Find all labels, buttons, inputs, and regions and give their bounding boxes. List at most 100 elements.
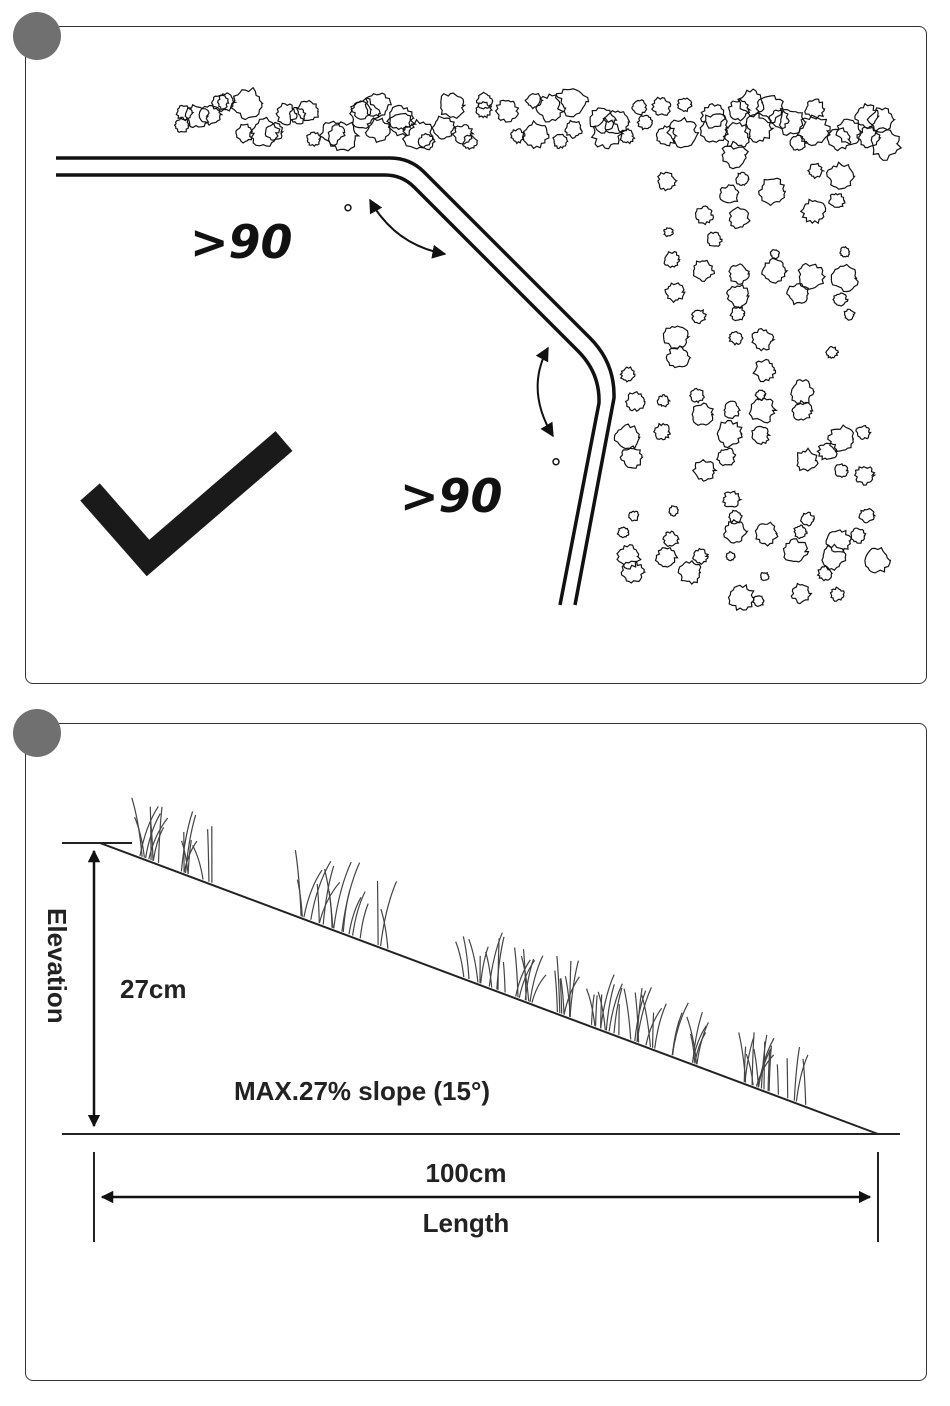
grass-blade <box>587 989 595 1027</box>
hedge-leaf-cluster <box>729 585 754 610</box>
grass-blade <box>456 942 464 978</box>
grass-blade <box>469 939 478 982</box>
grass-blade <box>555 971 558 1013</box>
hedge-leaf-cluster <box>856 426 871 440</box>
hedge-leaf-cluster <box>835 464 848 478</box>
hedge-leaf-cluster <box>717 448 736 466</box>
hedge-leaf-cluster <box>441 93 465 118</box>
hedge-leaf-cluster <box>693 549 708 565</box>
hedge-leaf-cluster <box>752 426 770 444</box>
grass-blade <box>463 936 469 979</box>
hedge-leaf-cluster <box>432 116 456 139</box>
hedge-leaf-cluster <box>620 367 635 382</box>
hedge-leaf-cluster <box>817 443 837 459</box>
grass-blade <box>570 961 578 1017</box>
hedge-leaf-cluster <box>753 596 764 607</box>
hedge-leaf-cluster <box>738 89 764 116</box>
hedge-leaf-cluster <box>658 172 677 190</box>
hedge-leaf-cluster <box>654 424 671 440</box>
hedge-leaf-cluster <box>797 448 818 471</box>
hedge-leaf-cluster <box>844 309 855 320</box>
grass-blade <box>132 798 142 857</box>
hedge-leaf-cluster <box>829 194 845 208</box>
length-label: Length <box>423 1208 510 1238</box>
hedge-leaf-cluster <box>663 531 679 546</box>
hedge-leaf-cluster <box>784 539 809 562</box>
hedge-leaf-cluster <box>463 135 478 149</box>
check-icon <box>90 441 284 558</box>
grass-blade <box>329 891 332 928</box>
hedge-leaf-cluster <box>250 117 280 146</box>
grass-blade <box>624 989 631 1040</box>
hedge-leaf-cluster <box>859 509 875 523</box>
hedge-leaf-cluster <box>678 561 701 584</box>
hedge-leaf-cluster <box>729 207 750 228</box>
hedge-leaf-cluster <box>729 264 749 284</box>
grass-tufts <box>132 798 808 1105</box>
hedge-leaf-cluster <box>752 329 774 351</box>
hedge-leaf-cluster <box>792 401 813 420</box>
hedge-leaf-cluster <box>855 104 879 128</box>
hedge-leaf-cluster <box>720 185 739 203</box>
hedge-leaf-cluster <box>637 115 652 129</box>
hedge-leaf-cluster <box>794 525 807 538</box>
hedge-leaf-cluster <box>523 121 549 148</box>
hedge-leaf-cluster <box>726 552 735 561</box>
hedge-leaf-cluster <box>827 162 855 189</box>
hedge-leaf-cluster <box>724 401 740 418</box>
grass-blade <box>378 881 379 945</box>
hedge-leaf-cluster <box>818 566 832 581</box>
hedge-leaf-cluster <box>632 100 647 115</box>
hedge-leaf-cluster <box>231 88 263 120</box>
hedge-leaf-cluster <box>753 359 775 381</box>
grass-blade <box>596 995 598 1026</box>
grass-blade <box>672 1003 688 1055</box>
hedge-leaf-cluster <box>694 261 715 282</box>
hedge-leaf-cluster <box>677 98 691 111</box>
hedge-leaf-cluster <box>801 512 815 526</box>
grass-blade <box>787 1058 788 1098</box>
hedge-leaf-cluster <box>730 307 744 321</box>
hedge-leaf-cluster <box>871 128 901 161</box>
grass-blade <box>777 1064 778 1094</box>
hedge-leaf-cluster <box>701 104 726 128</box>
slope-caption: MAX.27% slope (15°) <box>234 1076 490 1106</box>
hedge-leaf-cluster <box>620 446 642 468</box>
hedge-leaf-cluster <box>736 172 749 185</box>
hedge-leaf-cluster <box>851 528 866 543</box>
hedge-leaf-cluster <box>629 511 639 521</box>
hedge-leaf-cluster <box>722 142 748 169</box>
hedge-leaf-cluster <box>351 101 371 119</box>
hedge-leaf-cluster <box>787 284 809 305</box>
hedge-leaf-cluster <box>236 124 254 143</box>
hedge-leaf-cluster <box>801 199 826 223</box>
hedge-leaf-cluster <box>831 265 858 292</box>
hedge-leaf-cluster <box>827 128 851 151</box>
hedge-leaf-cluster <box>626 392 645 412</box>
hedge-leaf-cluster <box>496 100 519 122</box>
hedge-leaf-cluster <box>761 573 769 581</box>
hedge-leaf-cluster <box>652 97 671 115</box>
hedge-leaf-cluster <box>770 250 779 259</box>
hedge-leaf-cluster <box>693 460 716 481</box>
hedge-leaf-cluster <box>667 118 698 148</box>
hedge-leaf-cluster <box>700 114 728 142</box>
hedge-leaf-cluster <box>664 228 673 237</box>
hedge-leaf-cluster <box>669 506 678 516</box>
grass-blade <box>381 909 388 949</box>
grass-blade <box>208 829 209 882</box>
degree-symbol-1: ° <box>342 200 354 228</box>
grass-blade <box>794 1047 799 1101</box>
hedge-leaf-cluster <box>769 110 789 128</box>
hedge-leaf-cluster <box>791 380 814 405</box>
hedge-leaf-cluster <box>696 206 714 225</box>
hedge-leaf-cluster <box>759 178 786 205</box>
grass-blade <box>486 952 492 988</box>
hedge-leaf-cluster <box>790 135 806 150</box>
hedge-leaf-cluster <box>708 232 722 246</box>
hedge-leaf-cluster <box>536 94 566 122</box>
grass-blade <box>343 891 349 933</box>
hedge-leaf-cluster <box>762 258 787 283</box>
length-value: 100cm <box>426 1158 507 1188</box>
